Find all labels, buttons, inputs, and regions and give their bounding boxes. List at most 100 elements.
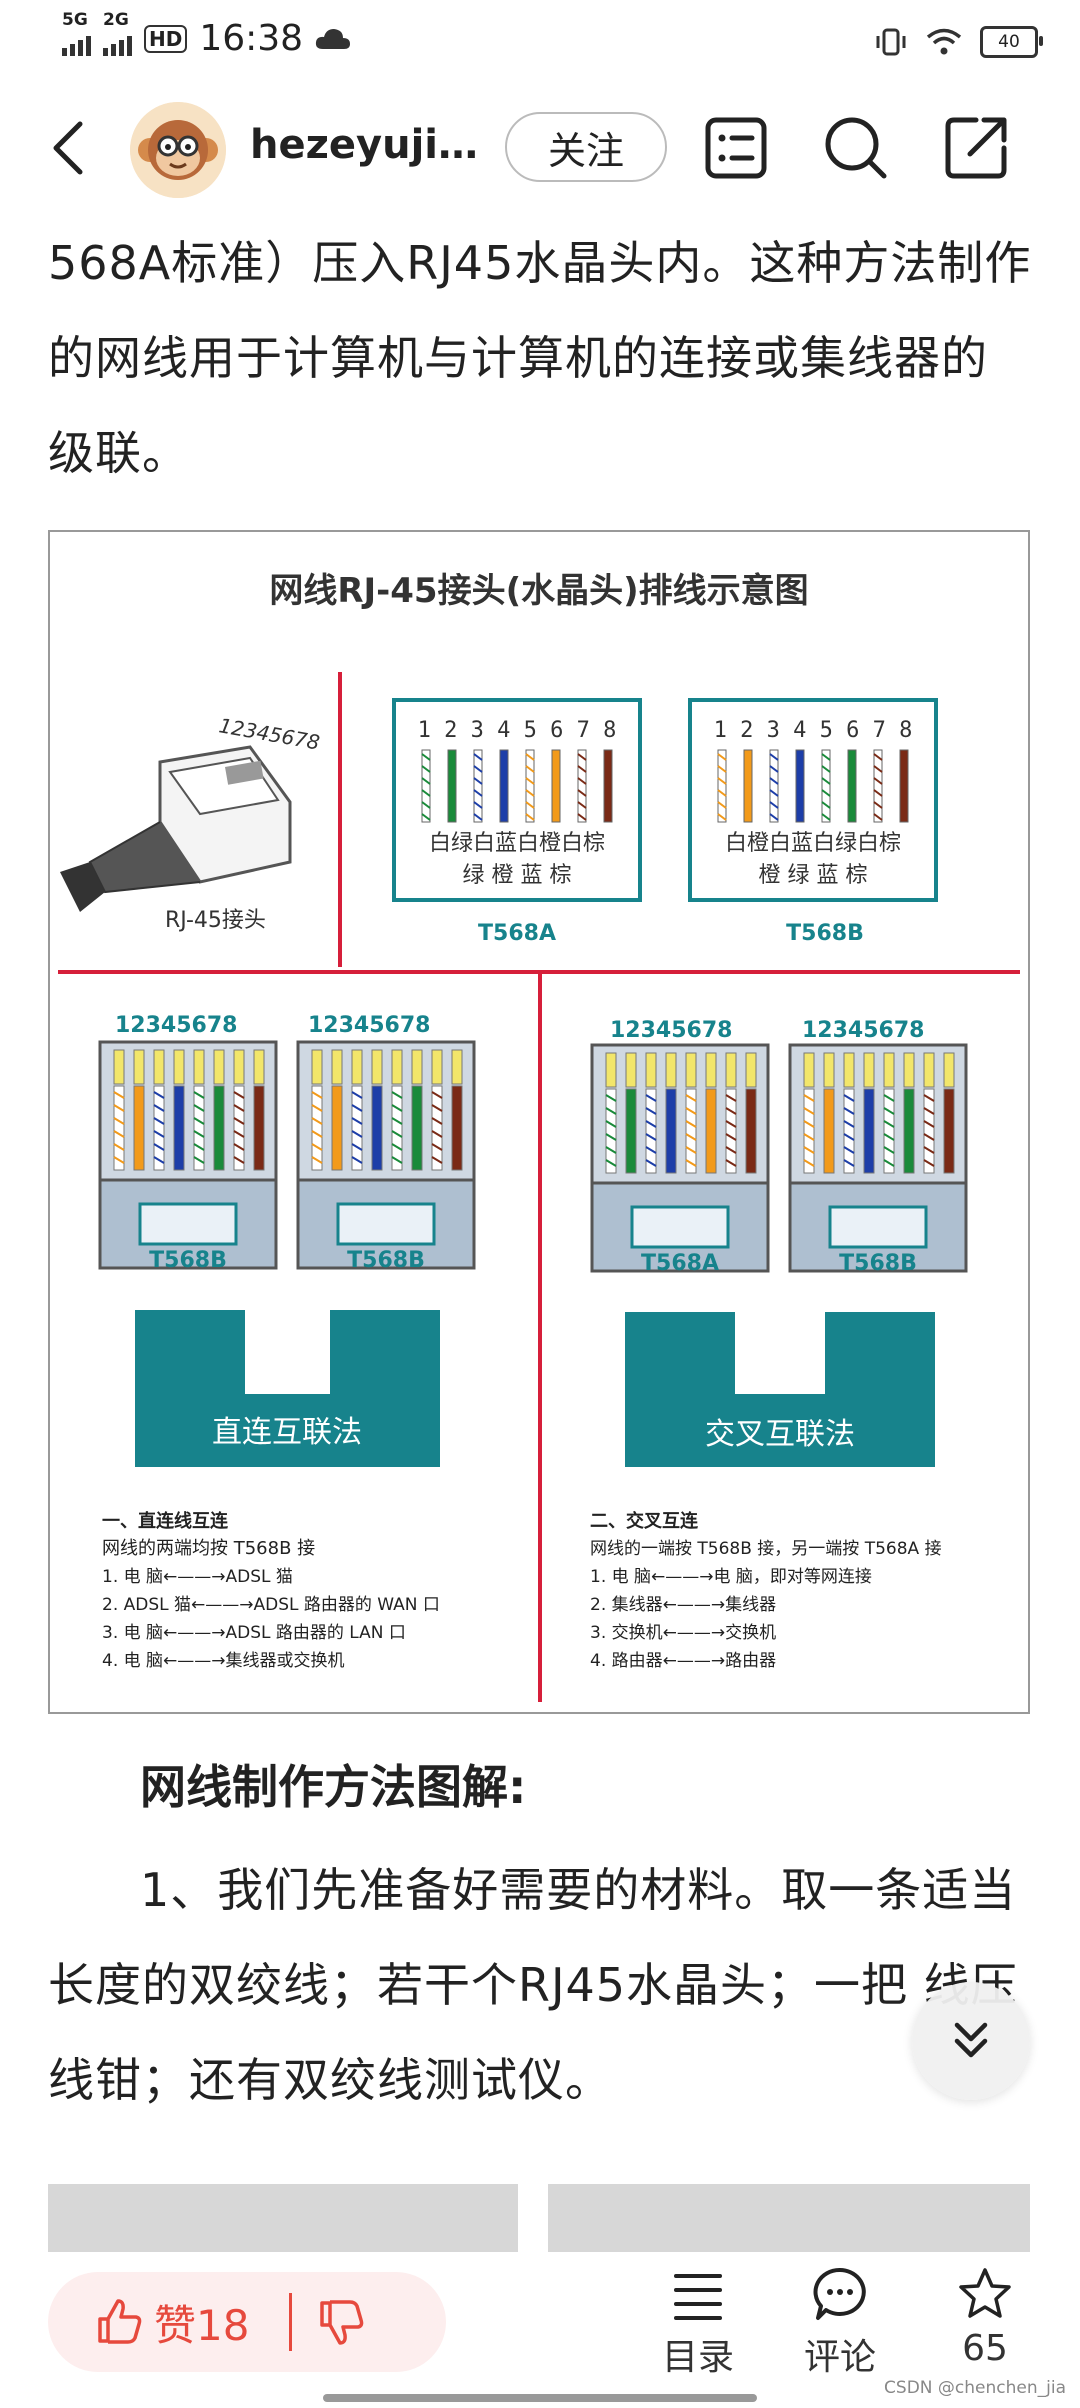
wire xyxy=(604,750,612,822)
straight-through-section: 12345678 12345678 T568B T568B 直连互联法 一、直连… xyxy=(100,1013,474,1671)
pin-contact xyxy=(312,1050,322,1084)
wire xyxy=(526,750,534,822)
pin-contact xyxy=(134,1050,144,1084)
section-heading: 网线制作方法图解: xyxy=(48,1740,1032,1835)
pin-contact xyxy=(686,1053,696,1087)
status-bar: 5G 2G HD 16:38 40 xyxy=(0,0,1080,84)
pins-cross-left: 12345678 xyxy=(610,1018,732,1043)
pin-numbers-a: 1 2 3 4 5 6 7 8 xyxy=(418,718,617,743)
favorite-button[interactable]: 65 xyxy=(930,2266,1040,2369)
pin-contact xyxy=(432,1050,442,1084)
colors-row2-a: 绿 橙 蓝 棕 xyxy=(463,863,572,888)
wire xyxy=(770,750,778,822)
diagram-canvas: 网线RJ-45接头(水晶头)排线示意图 12345678 RJ-45接头 1 2… xyxy=(50,532,1028,1712)
wire xyxy=(822,750,830,822)
diagram-title: 网线RJ-45接头(水晶头)排线示意图 xyxy=(269,571,808,611)
pin-contact xyxy=(372,1050,382,1084)
plug-tag xyxy=(338,1204,434,1244)
wire xyxy=(134,1086,144,1170)
scroll-down-button[interactable] xyxy=(912,1982,1030,2100)
crossover-section: 12345678 12345678 T568A T568B 交叉互联法 二、交叉… xyxy=(590,1018,966,1671)
share-icon[interactable] xyxy=(940,112,1012,184)
back-arrow-icon[interactable] xyxy=(42,118,102,178)
follow-button[interactable]: 关注 xyxy=(505,112,667,182)
pin-contact xyxy=(194,1050,204,1084)
like-count[interactable]: 赞18 xyxy=(154,2292,249,2353)
wire xyxy=(422,750,430,822)
signal-5g-icon: 5G xyxy=(62,22,91,56)
colors-row1-b: 白橙白蓝白绿白棕 xyxy=(725,831,901,856)
signal-2g-icon: 2G xyxy=(103,22,132,56)
pins-cross-right: 12345678 xyxy=(802,1018,924,1043)
plug-straight-left xyxy=(100,1042,276,1268)
note-line: 3. 电 脑←——→ADSL 路由器的 LAN 口 xyxy=(102,1623,406,1643)
note-line: 1. 电 脑←——→电 脑，即对等网连接 xyxy=(590,1567,872,1587)
rj45-label: RJ-45接头 xyxy=(165,908,266,933)
cable-label-straight: 直连互联法 xyxy=(212,1415,362,1450)
pin-contact xyxy=(214,1050,224,1084)
home-indicator[interactable] xyxy=(323,2394,757,2402)
search-icon[interactable] xyxy=(820,112,892,184)
paragraph: 1、我们先准备好需要的材料。取一条适当长度的双绞线；若干个RJ45水晶头；一把 … xyxy=(48,1843,1032,2128)
cable-label-cross: 交叉互联法 xyxy=(705,1417,855,1452)
label-t568a: T568A xyxy=(478,921,556,946)
plug-tag xyxy=(140,1204,236,1244)
plug-cross-left xyxy=(592,1045,768,1271)
watermark: CSDN @chenchen_jia xyxy=(884,2378,1066,2398)
toc-label: 目录 xyxy=(643,2328,753,2380)
tag-straight-right: T568B xyxy=(347,1248,425,1273)
wire xyxy=(848,750,856,822)
pin-contact xyxy=(924,1053,934,1087)
pin-contact xyxy=(332,1050,342,1084)
toc-list-icon xyxy=(670,2266,726,2322)
wire xyxy=(552,750,560,822)
pin-contact xyxy=(746,1053,756,1087)
pin-numbers-b: 1 2 3 4 5 6 7 8 xyxy=(714,718,913,743)
plug-tag xyxy=(830,1207,926,1247)
favorite-count: 65 xyxy=(930,2328,1040,2369)
wire xyxy=(578,750,586,822)
pin-contact xyxy=(606,1053,616,1087)
tag-cross-right: T568B xyxy=(839,1251,917,1276)
cloud-icon xyxy=(315,27,351,51)
top-nav-bar: hezeyuji… 关注 xyxy=(0,96,1080,206)
thumbs-down-icon[interactable] xyxy=(316,2297,366,2347)
pin-contact xyxy=(174,1050,184,1084)
pin-contact xyxy=(154,1050,164,1084)
pin-contact xyxy=(844,1053,854,1087)
author-name[interactable]: hezeyuji… xyxy=(250,122,478,168)
thumbs-up-icon[interactable] xyxy=(94,2297,144,2347)
plug-body xyxy=(298,1042,474,1180)
article-body-continued: 网线制作方法图解: 1、我们先准备好需要的材料。取一条适当长度的双绞线；若干个R… xyxy=(48,1740,1032,2128)
pin-contact xyxy=(646,1053,656,1087)
pin-contact xyxy=(352,1050,362,1084)
note-line: 2. 集线器←——→集线器 xyxy=(590,1595,776,1615)
pin-contact xyxy=(904,1053,914,1087)
pins-straight-left: 12345678 xyxy=(115,1013,237,1038)
vibrate-icon xyxy=(874,27,908,57)
wire xyxy=(796,750,804,822)
pin-contact xyxy=(726,1053,736,1087)
pin-contact xyxy=(864,1053,874,1087)
notes-sub-cross: 网线的一端按 T568B 接，另一端按 T568A 接 xyxy=(590,1539,942,1559)
list-icon[interactable] xyxy=(700,112,772,184)
star-icon xyxy=(957,2266,1013,2322)
wire xyxy=(474,750,482,822)
comment-label: 评论 xyxy=(785,2328,895,2380)
comment-bubble-icon xyxy=(812,2266,868,2322)
wire xyxy=(706,1089,716,1173)
wire xyxy=(744,750,752,822)
toc-button[interactable]: 目录 xyxy=(643,2266,753,2380)
author-avatar[interactable] xyxy=(130,102,226,198)
battery-level: 40 xyxy=(998,32,1020,52)
wire xyxy=(864,1089,874,1173)
wire xyxy=(746,1089,756,1173)
plug-body xyxy=(100,1042,276,1180)
wire xyxy=(944,1089,954,1173)
comment-button[interactable]: 评论 xyxy=(785,2266,895,2380)
wire xyxy=(500,750,508,822)
wire xyxy=(452,1086,462,1170)
pin-contact xyxy=(824,1053,834,1087)
like-dislike-pill: 赞18 xyxy=(48,2272,446,2372)
rj45-plug-illustration: 12345678 RJ-45接头 xyxy=(60,713,322,933)
